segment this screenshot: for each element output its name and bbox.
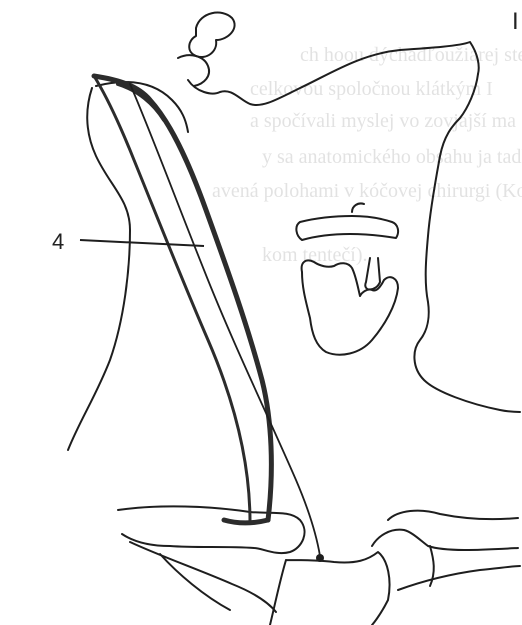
posterior-neck-outline (68, 88, 130, 450)
pin-dot (316, 554, 324, 562)
hyoid-bone (296, 216, 398, 240)
thyroid-cartilage (302, 260, 398, 354)
jaw-line (188, 42, 479, 105)
clavicle-right (388, 511, 518, 520)
scm-insertion (224, 520, 268, 523)
callout-leader-line (80, 240, 204, 246)
clavicle-left (118, 506, 305, 553)
callout-label: 4 (52, 229, 64, 255)
hyoid-horn (352, 203, 364, 212)
external-jugular-line (130, 84, 324, 562)
ear-outline (189, 13, 234, 57)
manubrium (270, 552, 390, 625)
edge-letter: I (512, 8, 519, 36)
shoulder-left-lower (160, 554, 230, 610)
rib-right (398, 566, 520, 590)
ear-lobe (178, 55, 209, 86)
thyroid-notch (365, 258, 380, 290)
scm-medial-border (94, 76, 250, 522)
rib-left (130, 542, 276, 612)
clavicle-right-lower (372, 530, 518, 550)
chin-curve (414, 74, 520, 412)
sternocleidomastoid-muscle (94, 76, 271, 523)
